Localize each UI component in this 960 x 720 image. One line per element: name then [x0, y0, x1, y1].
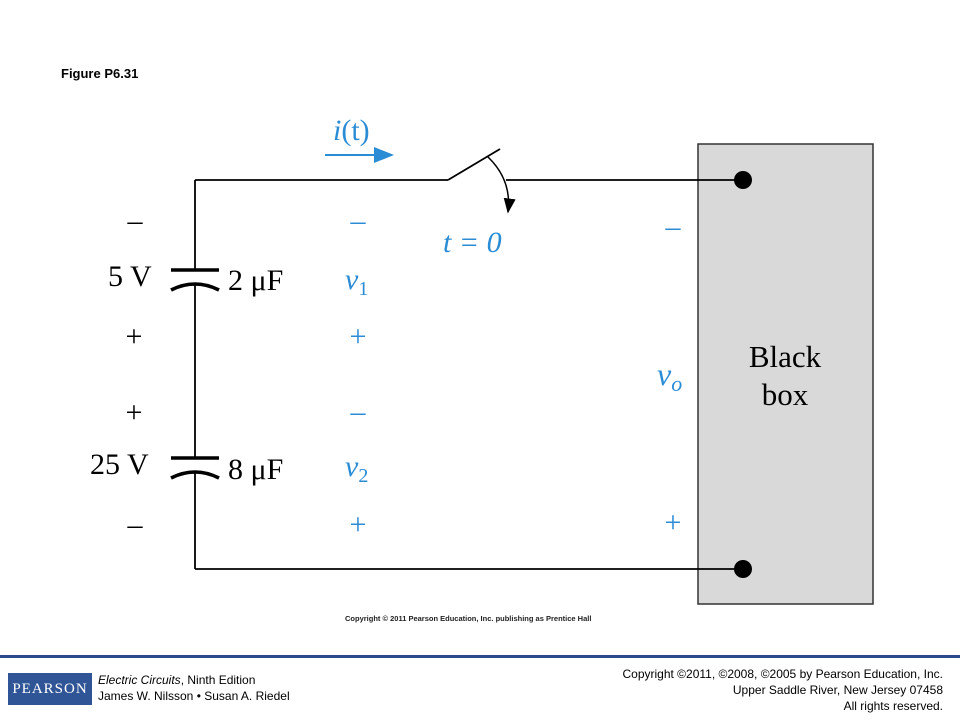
- figure-label: Figure P6.31: [61, 66, 139, 81]
- cap2-initial-bottom-sign: –: [127, 508, 144, 541]
- v2-top-sign: –: [350, 395, 367, 428]
- book-title-line: Electric Circuits, Ninth Edition: [98, 672, 290, 688]
- cap2-initial-top-sign: +: [126, 396, 143, 429]
- book-edition: , Ninth Edition: [180, 673, 256, 687]
- copyright-block: Copyright ©2011, ©2008, ©2005 by Pearson…: [622, 666, 943, 714]
- v1-label: v1: [345, 263, 368, 300]
- footer-divider: [0, 655, 960, 658]
- current-label: i(t): [333, 114, 370, 147]
- cap2-capacitance-label: 8 μF: [228, 453, 283, 486]
- capacitor-1: [170, 268, 220, 292]
- capacitor-2: [170, 456, 220, 480]
- vo-label: vo: [657, 356, 682, 396]
- v1-top-sign: –: [350, 204, 367, 237]
- cap1-capacitance-label: 2 μF: [228, 264, 283, 297]
- figure-credit: Copyright © 2011 Pearson Education, Inc.…: [345, 614, 592, 623]
- terminal-bottom: [734, 560, 752, 578]
- black-box: [697, 143, 874, 605]
- cap1-voltage-label: 5 V: [108, 260, 152, 293]
- copyright-line-3: All rights reserved.: [843, 699, 943, 713]
- terminal-top: [734, 171, 752, 189]
- vo-bottom-sign: +: [665, 506, 682, 539]
- copyright-line-1: Copyright ©2011, ©2008, ©2005 by Pearson…: [622, 667, 943, 681]
- book-authors: James W. Nilsson • Susan A. Riedel: [98, 689, 290, 703]
- vo-top-sign: –: [665, 210, 682, 243]
- cap2-voltage-label: 25 V: [90, 448, 149, 481]
- pearson-logo: PEARSON: [8, 673, 92, 705]
- switch: [447, 148, 516, 214]
- copyright-line-2: Upper Saddle River, New Jersey 07458: [732, 683, 943, 697]
- cap1-initial-top-sign: –: [127, 204, 144, 237]
- v2-label: v2: [345, 450, 368, 487]
- cap1-initial-bottom-sign: +: [126, 320, 143, 353]
- v1-bottom-sign: +: [350, 320, 367, 353]
- book-title: Electric Circuits: [98, 673, 181, 687]
- switch-time-label: t = 0: [443, 226, 502, 259]
- black-box-label-line2: box: [762, 377, 809, 412]
- v2-bottom-sign: +: [350, 508, 367, 541]
- book-info: Electric Circuits, Ninth Edition James W…: [98, 672, 290, 704]
- circuit-wires: [194, 179, 743, 570]
- black-box-label-line1: Black: [749, 339, 822, 374]
